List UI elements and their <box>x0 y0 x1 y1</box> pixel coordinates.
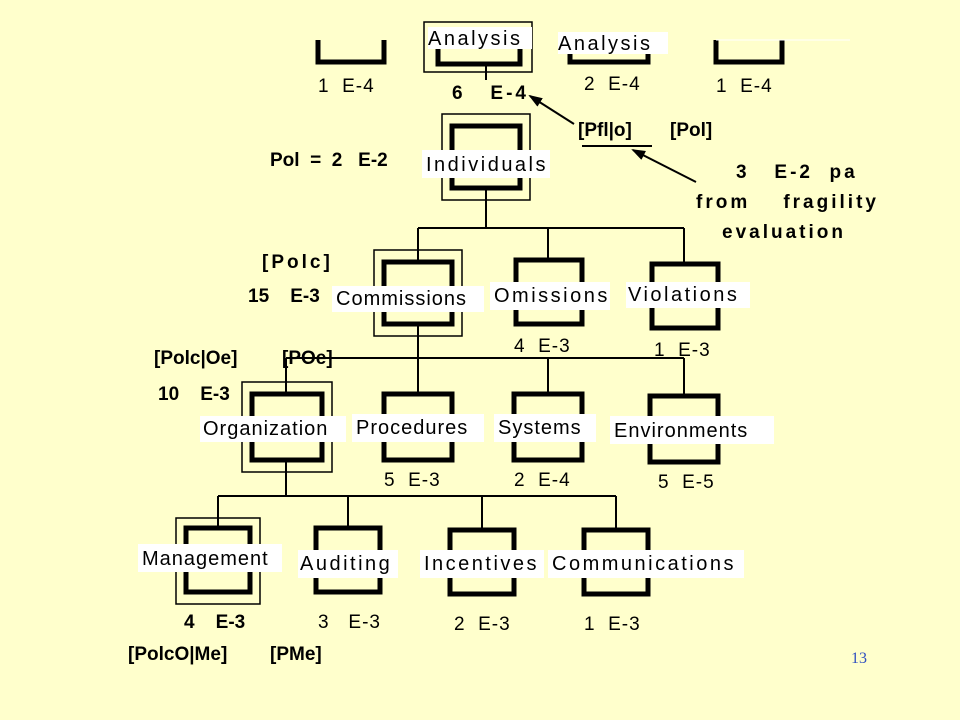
top-right-a-value: 2 E-4 <box>584 74 641 95</box>
auditing-label: Auditing <box>300 553 392 575</box>
commissions-label: Commissions <box>336 288 467 310</box>
polco-me-bracket: [PolcO|Me] <box>128 644 227 665</box>
top-center-label: Analysis <box>428 28 522 50</box>
communications-label: Communications <box>552 553 736 575</box>
procedures-node: Procedures 5 E-3 <box>352 391 484 491</box>
level2-annotations: [Polc] 15 E-3 <box>248 252 333 307</box>
organization-label: Organization <box>203 418 328 440</box>
systems-node: Systems 2 E-4 <box>494 391 596 491</box>
management-node: Management 4 E-3 <box>138 517 282 633</box>
individuals-label: Individuals <box>426 154 548 176</box>
omissions-value: 4 E-3 <box>514 336 571 357</box>
auditing-value: 3 E-3 <box>318 612 381 633</box>
fragility-bracket-b: [Pol] <box>670 120 712 141</box>
violations-label: Violations <box>628 284 739 306</box>
management-label: Management <box>142 548 269 570</box>
procedures-label: Procedures <box>356 417 468 439</box>
omissions-label: Omissions <box>494 285 610 307</box>
communications-node: Communications 1 E-3 <box>548 527 744 635</box>
top-right-a-label: Analysis <box>558 33 652 55</box>
level3-annotations: [Polc|Oe] [POe] 10 E-3 <box>154 348 333 405</box>
fragility-bracket-a: [Pfl|o] <box>578 120 632 141</box>
incentives-value: 2 E-3 <box>454 614 511 635</box>
fragility-line-2: from fragility <box>696 192 879 213</box>
environments-label: Environments <box>614 420 748 442</box>
connectors-level4 <box>217 460 617 530</box>
individuals-pol-value: Pol = 2 E-2 <box>270 150 388 171</box>
top-right-b-value: 1 E-4 <box>716 76 773 97</box>
omissions-node: Omissions 4 E-3 <box>490 257 610 357</box>
systems-value: 2 E-4 <box>514 470 571 491</box>
systems-label: Systems <box>498 417 582 439</box>
page-number: 13 <box>851 650 867 667</box>
top-left-value: 1 E-4 <box>318 76 375 97</box>
top-right-b-node: 1 E-4 <box>713 39 850 97</box>
auditing-node: Auditing 3 E-3 <box>298 525 398 633</box>
polc-bracket: [Polc] <box>262 252 333 273</box>
connectors-level2 <box>417 188 685 262</box>
communications-value: 1 E-3 <box>584 614 641 635</box>
management-value: 4 E-3 <box>184 612 245 633</box>
top-center-value: 6 E-4 <box>452 83 529 104</box>
top-center-node: Analysis 6 E-4 <box>423 21 533 104</box>
environments-node: Environments 5 E-5 <box>610 393 774 493</box>
individuals-node: Individuals Pol = 2 E-2 <box>270 113 550 201</box>
violations-value: 1 E-3 <box>654 340 711 361</box>
fragility-annotation: [Pfl|o] [Pol] 3 E-2 pa from fragility ev… <box>528 94 879 243</box>
fragility-line-3: evaluation <box>722 222 846 243</box>
connectors-level3 <box>285 324 685 396</box>
polc-oe-bracket: [Polc|Oe] <box>154 348 237 369</box>
fragility-line-1: 3 E-2 pa <box>736 162 858 183</box>
violations-node: Violations 1 E-3 <box>626 261 750 361</box>
organization-value: 10 E-3 <box>158 384 230 405</box>
commissions-value: 15 E-3 <box>248 286 320 307</box>
poe-bracket: [POe] <box>282 348 333 369</box>
level4-annotations: [PolcO|Me] [PMe] <box>128 644 322 665</box>
procedures-value: 5 E-3 <box>384 470 441 491</box>
top-left-node: 1 E-4 <box>315 40 387 97</box>
commissions-node: Commissions <box>332 249 484 337</box>
pme-bracket: [PMe] <box>270 644 322 665</box>
environments-value: 5 E-5 <box>658 472 715 493</box>
top-right-a-node: Analysis 2 E-4 <box>558 32 668 95</box>
incentives-label: Incentives <box>424 553 539 575</box>
incentives-node: Incentives 2 E-3 <box>420 527 544 635</box>
